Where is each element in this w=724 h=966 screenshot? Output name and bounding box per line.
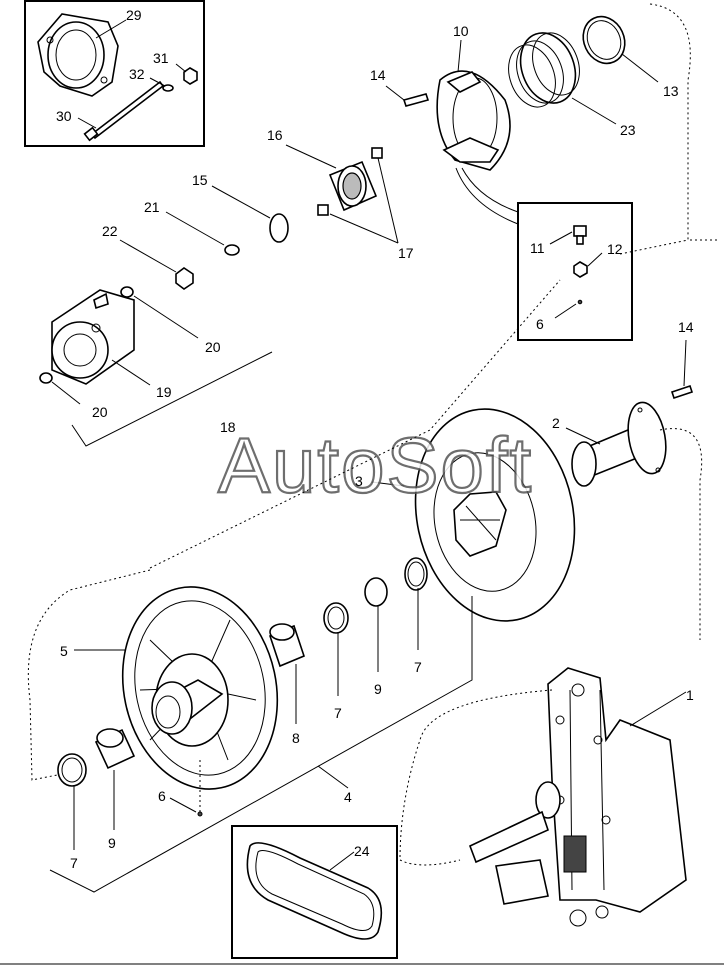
label-20-top: 20 — [205, 339, 221, 355]
label-7-right: 7 — [414, 659, 422, 675]
part-3-fixed-sheave — [414, 408, 576, 622]
part-labels: 29 31 32 30 10 14 13 23 16 15 21 22 17 1… — [56, 7, 694, 871]
label-3: 3 — [355, 473, 363, 489]
part-16-bearing-housing — [328, 160, 378, 212]
label-32: 32 — [129, 66, 145, 82]
label-12: 12 — [607, 241, 623, 257]
label-19: 19 — [156, 384, 172, 400]
part-2-shaft — [571, 401, 667, 487]
part-17-fittings — [317, 147, 383, 216]
label-24: 24 — [354, 843, 370, 859]
label-20-bottom: 20 — [92, 404, 108, 420]
part-9-ring-middle — [364, 577, 388, 607]
part-7-snap-ring-right — [404, 557, 428, 591]
part-7-snap-ring-left — [57, 753, 87, 787]
part-9-bushing-left — [94, 728, 136, 770]
label-9-middle: 9 — [374, 681, 382, 697]
label-7-middle: 7 — [334, 705, 342, 721]
label-5: 5 — [60, 643, 68, 659]
watermark: AutoSoft — [218, 421, 533, 509]
inset-box-parts-11-12-6 — [517, 202, 633, 341]
label-17: 17 — [398, 245, 414, 261]
label-6-lower: 6 — [158, 788, 166, 804]
part-10-plate — [436, 70, 511, 171]
label-9-left: 9 — [108, 835, 116, 851]
part-19-hub — [51, 289, 135, 385]
part-1-gearcase — [468, 667, 687, 927]
label-15: 15 — [192, 172, 208, 188]
part-14-bolt-top — [402, 93, 430, 107]
label-18: 18 — [220, 419, 236, 435]
label-14-right: 14 — [678, 319, 694, 335]
label-21: 21 — [144, 199, 160, 215]
part-14-bolt-right — [670, 384, 694, 400]
label-2: 2 — [552, 415, 560, 431]
label-30: 30 — [56, 108, 72, 124]
label-29: 29 — [126, 7, 142, 23]
part-8-bushing — [269, 623, 305, 668]
part-20-pins — [39, 286, 134, 384]
inset-box-parts-29-32 — [24, 0, 205, 147]
part-21-washer — [224, 244, 240, 256]
label-10: 10 — [453, 23, 469, 39]
label-16: 16 — [267, 127, 283, 143]
label-14-top: 14 — [370, 67, 386, 83]
label-7-left: 7 — [70, 855, 78, 871]
part-5-movable-sheave — [121, 586, 279, 790]
part-13-ring — [582, 15, 626, 65]
label-22: 22 — [102, 223, 118, 239]
label-11: 11 — [530, 240, 545, 256]
label-8: 8 — [292, 730, 300, 746]
label-1: 1 — [686, 687, 694, 703]
label-6-inset: 6 — [536, 316, 544, 332]
part-7-snap-ring-middle — [323, 602, 349, 634]
label-31: 31 — [153, 50, 169, 66]
label-13: 13 — [663, 83, 679, 99]
label-4: 4 — [344, 789, 352, 805]
part-22-nut — [175, 267, 194, 290]
label-23: 23 — [620, 122, 636, 138]
inset-box-part-24-belt — [231, 825, 398, 959]
part-15-snap-ring — [269, 213, 289, 243]
part-23-spring — [508, 32, 580, 108]
